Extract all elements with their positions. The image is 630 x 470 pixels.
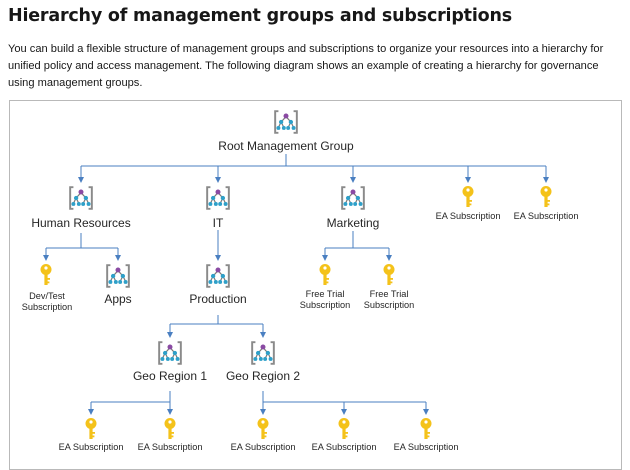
production-management-group-icon: [206, 264, 230, 288]
geo-region-1-management-group-icon: [158, 341, 182, 365]
ea-subscription-bottom-2-key-icon: [164, 418, 176, 439]
free-trial-1-label-line2: Subscription: [299, 300, 351, 310]
it-label: IT: [212, 216, 224, 230]
free-trial-1-subscription-key-icon: [319, 264, 331, 285]
ea-subscription-bottom-1-key-icon: [85, 418, 97, 439]
ea-subscription-bottom-5-label: EA Subscription: [393, 442, 459, 452]
devtest-label-line1: Dev/Test: [29, 291, 65, 301]
human-resources-label: Human Resources: [31, 216, 131, 230]
geo-region-1-label: Geo Region 1: [132, 369, 208, 383]
page: Hierarchy of management groups and subsc…: [8, 6, 622, 470]
ea-subscription-bottom-5-key-icon: [420, 418, 432, 439]
connector-lines: [43, 154, 549, 415]
page-title: Hierarchy of management groups and subsc…: [8, 6, 512, 26]
free-trial-2-label-line1: Free Trial: [369, 289, 409, 299]
intro-paragraph: You can build a flexible structure of ma…: [8, 43, 604, 89]
devtest-subscription-key-icon: [40, 264, 52, 285]
apps-management-group-icon: [106, 264, 130, 288]
free-trial-2-subscription-key-icon: [383, 264, 395, 285]
ea-subscription-bottom-1-label: EA Subscription: [58, 442, 124, 452]
ea-subscription-top-1-key-icon: [462, 186, 474, 207]
hierarchy-diagram: Root Management Group Human Resources IT…: [9, 100, 622, 470]
ea-subscription-top-2-key-icon: [540, 186, 552, 207]
free-trial-2-subscription-label: Free Trial Subscription: [364, 289, 415, 311]
ea-subscription-bottom-4-key-icon: [338, 418, 350, 439]
ea-subscription-top-1-label: EA Subscription: [435, 211, 501, 221]
root-management-group-label: Root Management Group: [218, 139, 354, 153]
diagram-canvas: [40, 110, 552, 439]
free-trial-1-label-line1: Free Trial: [305, 289, 345, 299]
ea-subscription-bottom-4-label: EA Subscription: [311, 442, 377, 452]
it-management-group-icon: [206, 186, 230, 210]
marketing-label: Marketing: [326, 216, 380, 230]
geo-region-2-label: Geo Region 2: [225, 369, 301, 383]
marketing-management-group-icon: [341, 186, 365, 210]
devtest-subscription-label: Dev/Test Subscription: [22, 291, 73, 313]
ea-subscription-bottom-2-label: EA Subscription: [137, 442, 203, 452]
root-management-group-icon: [274, 110, 298, 134]
devtest-label-line2: Subscription: [21, 302, 73, 312]
geo-region-2-management-group-icon: [251, 341, 275, 365]
free-trial-1-subscription-label: Free Trial Subscription: [300, 289, 351, 311]
free-trial-2-label-line2: Subscription: [363, 300, 415, 310]
ea-subscription-bottom-3-key-icon: [257, 418, 269, 439]
ea-subscription-top-2-label: EA Subscription: [513, 211, 579, 221]
human-resources-management-group-icon: [69, 186, 93, 210]
production-label: Production: [189, 292, 247, 306]
apps-label: Apps: [104, 292, 132, 306]
ea-subscription-bottom-3-label: EA Subscription: [230, 442, 296, 452]
